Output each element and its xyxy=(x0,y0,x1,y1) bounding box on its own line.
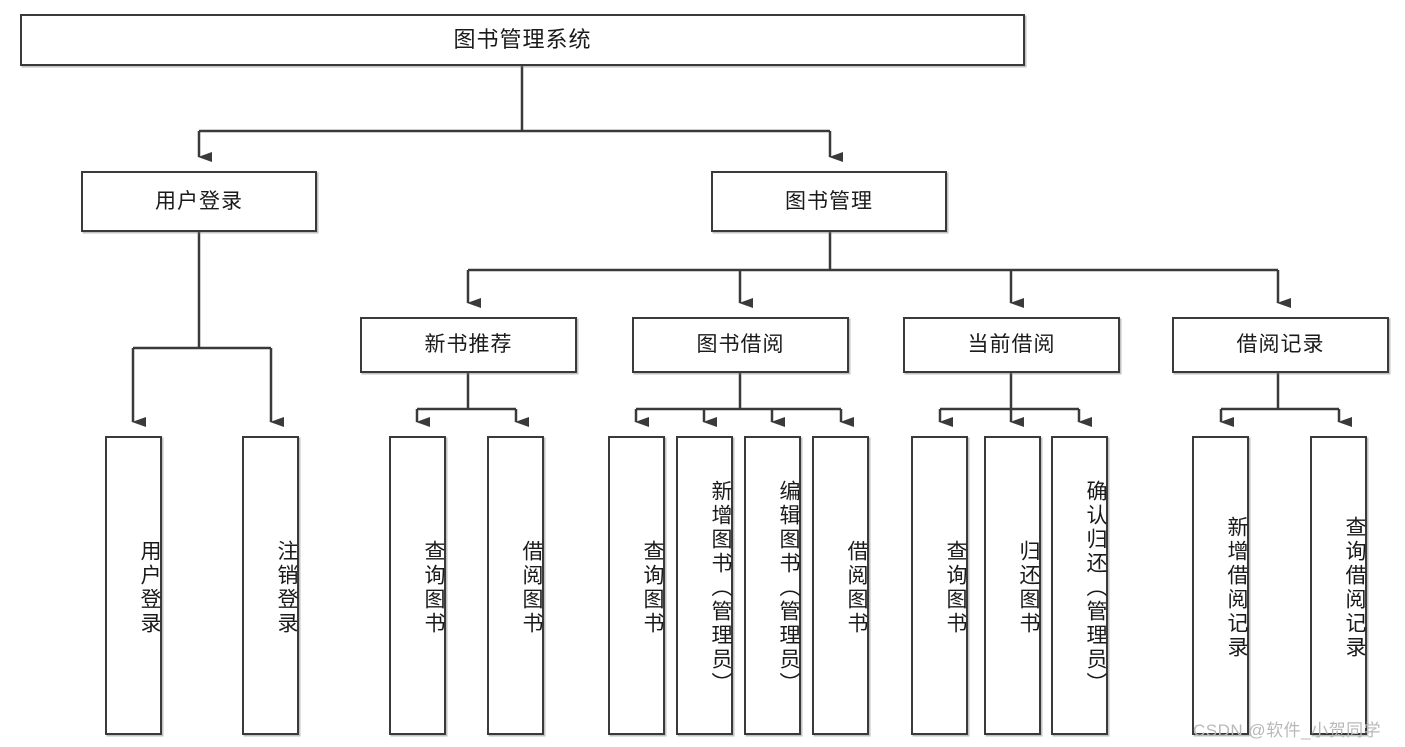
leaf-query-book-2[interactable]: 查询图书 xyxy=(608,436,665,735)
node-label: 归还图书 xyxy=(1017,539,1040,636)
csdn-watermark: CSDN @软件_小贺同学 xyxy=(1193,721,1382,740)
node-label: 新增借阅记录 xyxy=(1225,515,1248,660)
leaf-logout[interactable]: 注销登录 xyxy=(242,436,299,735)
node-label: 用户登录 xyxy=(155,189,243,213)
node-label: 图书管理 xyxy=(785,189,873,213)
leaf-query-borrow-record[interactable]: 查询借阅记录 xyxy=(1310,436,1367,735)
node-label: 新书推荐 xyxy=(424,333,513,357)
node-label: 图书管理系统 xyxy=(453,26,592,52)
node-label: 查询图书 xyxy=(641,539,664,636)
leaf-query-book-3[interactable]: 查询图书 xyxy=(911,436,968,735)
node-label: 用户登录 xyxy=(138,539,161,636)
node-label: 借阅记录 xyxy=(1236,333,1325,357)
node-book-manage[interactable]: 图书管理 xyxy=(711,171,947,232)
leaf-edit-book-admin[interactable]: 编辑图书（管理员） xyxy=(744,436,801,735)
node-user-login[interactable]: 用户登录 xyxy=(81,171,317,232)
node-label: 确认归还（管理员） xyxy=(1084,479,1107,696)
leaf-add-book-admin[interactable]: 新增图书（管理员） xyxy=(676,436,733,735)
node-label: 当前借阅 xyxy=(967,333,1056,357)
leaf-confirm-return-admin[interactable]: 确认归还（管理员） xyxy=(1051,436,1108,735)
node-label: 借阅图书 xyxy=(845,539,868,636)
node-label: 借阅图书 xyxy=(520,539,543,636)
node-label: 新增图书（管理员） xyxy=(709,479,732,696)
leaf-borrow-book-1[interactable]: 借阅图书 xyxy=(487,436,544,735)
node-label: 查询借阅记录 xyxy=(1343,515,1366,660)
node-current-borrow[interactable]: 当前借阅 xyxy=(903,317,1120,373)
node-label: 查询图书 xyxy=(422,539,445,636)
node-new-book-recommend[interactable]: 新书推荐 xyxy=(360,317,577,373)
leaf-query-book-1[interactable]: 查询图书 xyxy=(389,436,446,735)
node-label: 编辑图书（管理员） xyxy=(777,479,800,696)
node-label: 图书借阅 xyxy=(696,333,785,357)
node-root-system[interactable]: 图书管理系统 xyxy=(20,14,1025,66)
leaf-add-borrow-record[interactable]: 新增借阅记录 xyxy=(1192,436,1249,735)
node-label: 查询图书 xyxy=(944,539,967,636)
node-borrow-record[interactable]: 借阅记录 xyxy=(1172,317,1389,373)
leaf-return-book[interactable]: 归还图书 xyxy=(984,436,1041,735)
node-book-borrow[interactable]: 图书借阅 xyxy=(632,317,849,373)
leaf-user-login[interactable]: 用户登录 xyxy=(105,436,162,735)
node-label: 注销登录 xyxy=(275,539,298,636)
leaf-borrow-book-2[interactable]: 借阅图书 xyxy=(812,436,869,735)
